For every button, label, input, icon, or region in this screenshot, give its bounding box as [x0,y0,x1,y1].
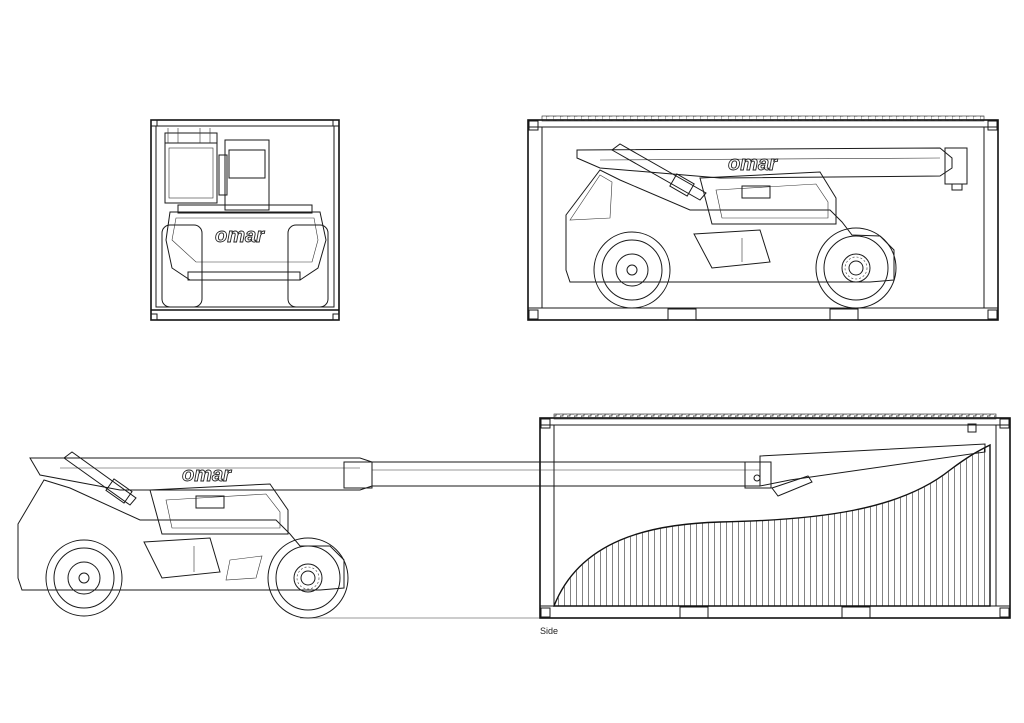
front-wheel [267,537,349,619]
container-side-frame [527,115,999,321]
brand-logo: omar [182,464,232,486]
front-wheel [815,227,897,309]
loading-side-view: omar Side [17,413,1011,636]
front-view: omar [150,119,340,321]
container-side-view-loaded: omar [527,115,999,321]
machine-front: omar [161,128,329,308]
machine-side-stowed: omar [565,143,968,309]
brand-logo: omar [728,153,778,175]
machine-side-loading: omar [17,451,373,619]
rear-wheel [593,231,671,309]
cargo-profile [552,443,991,607]
rear-wheel [45,539,123,617]
container-front-frame [150,119,340,321]
side-view-caption: Side [540,626,558,636]
extended-boom [372,443,986,497]
brand-logo: omar [215,225,265,247]
